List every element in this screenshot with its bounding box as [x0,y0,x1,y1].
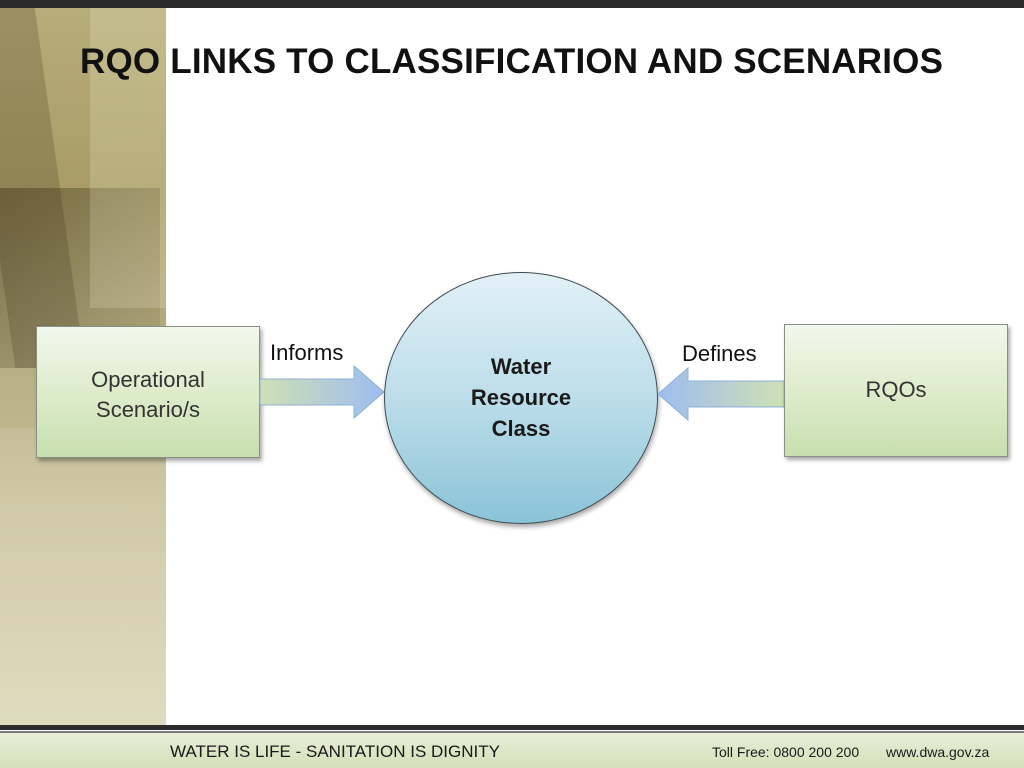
defines-arrow [657,366,785,422]
footer-band [0,733,1024,768]
top-bar [0,0,1024,8]
operational-scenarios-box: Operational Scenario/s [36,326,260,458]
footer-phone: Toll Free: 0800 200 200 [712,744,860,760]
footer-slogan: WATER IS LIFE - SANITATION IS DIGNITY [170,742,500,761]
water-resource-class-label: Water Resource Class [470,353,572,441]
defines-label: Defines [682,341,757,366]
operational-scenarios-label: Operational Scenario/s [91,367,205,422]
rqos-box: RQOs [784,324,1008,457]
footer-divider-thin [0,731,1024,733]
slide-title: RQO LINKS TO CLASSIFICATION AND SCENARIO… [80,42,944,81]
rqos-label: RQOs [865,377,927,402]
water-resource-class-circle: Water Resource Class [384,272,658,524]
informs-label: Informs [270,340,344,365]
footer-website: www.dwa.gov.za [886,744,990,760]
footer-divider [0,725,1024,730]
informs-arrow [259,364,385,420]
